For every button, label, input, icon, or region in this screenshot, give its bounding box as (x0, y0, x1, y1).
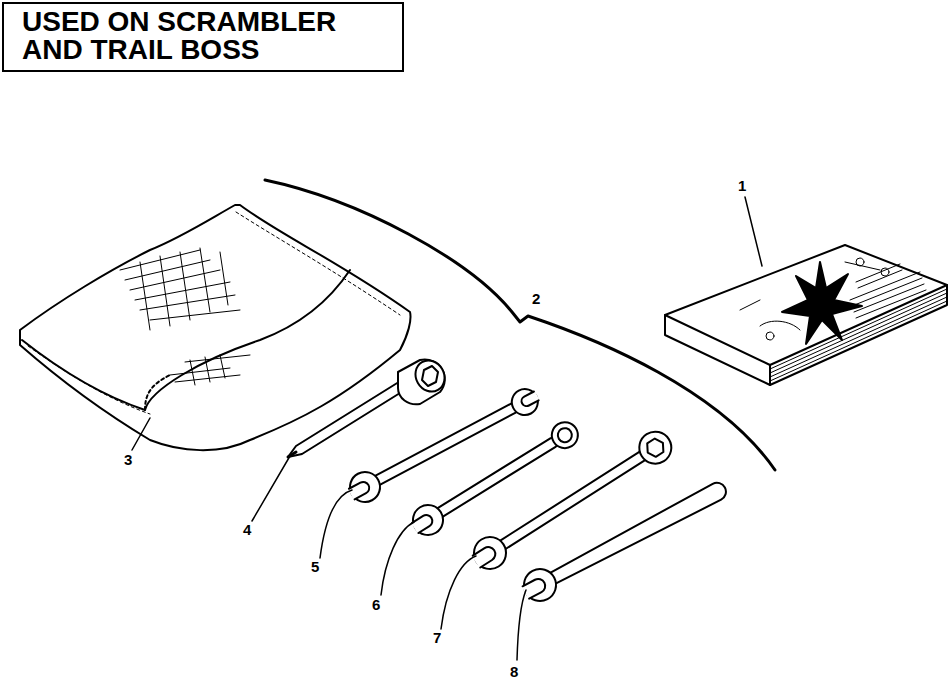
heading-box: USED ON SCRAMBLER AND TRAIL BOSS (2, 2, 404, 72)
callout-number: 2 (531, 291, 541, 306)
callout-number: 3 (123, 452, 133, 467)
socket-wrench (288, 355, 450, 457)
callout-number: 8 (509, 664, 519, 679)
heading-text: USED ON SCRAMBLER AND TRAIL BOSS (22, 8, 382, 64)
callout-number: 1 (737, 178, 747, 193)
callout-number: 5 (310, 559, 320, 574)
callout-number: 7 (432, 630, 442, 645)
open-end-wrench (344, 382, 544, 508)
flat-wrench (517, 473, 732, 607)
leader-lines (132, 197, 762, 660)
owners-manual (665, 245, 947, 385)
callout-number: 6 (371, 597, 381, 612)
combination-wrench (467, 426, 677, 576)
combination-wrench (406, 416, 583, 542)
callout-number: 4 (242, 522, 252, 537)
